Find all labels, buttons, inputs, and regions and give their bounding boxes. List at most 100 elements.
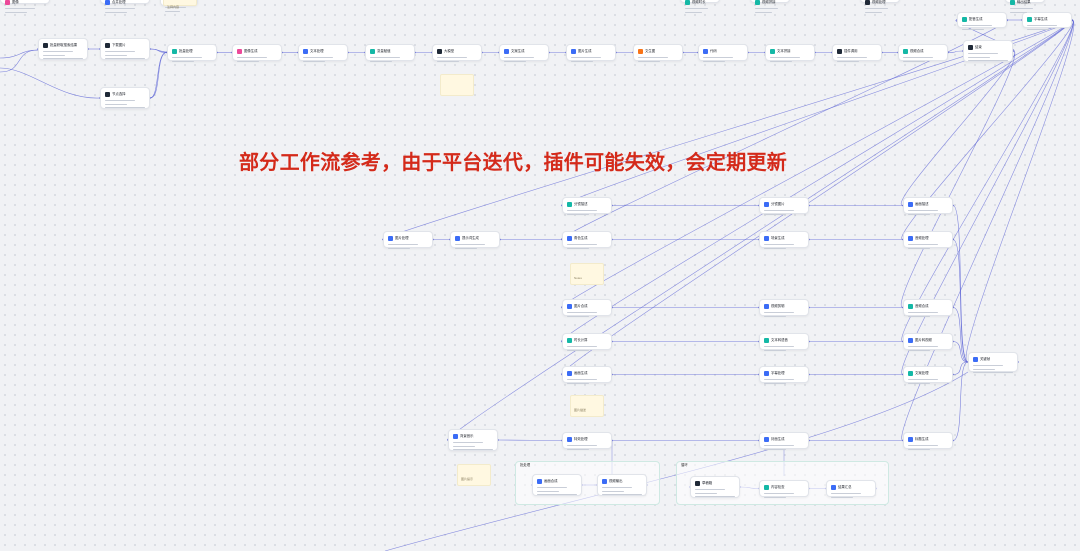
workflow-node[interactable]: 图片生成 [566,44,616,62]
sticky-note[interactable]: 注释内容 [163,0,197,9]
workflow-node[interactable]: 提示词生成 [450,231,500,249]
workflow-node[interactable]: 角色生成 [562,231,612,249]
workflow-node[interactable]: 图像 [0,0,50,13]
workflow-node[interactable]: 时长计算 [562,333,612,351]
node-type-icon [831,485,836,490]
node-type-icon [703,49,708,54]
sticky-note[interactable]: Notes [570,263,604,285]
node-field-line [908,448,930,450]
node-field-line [764,312,794,314]
node-title: 视频剪辑 [771,304,785,308]
node-type-icon [764,485,769,490]
node-type-icon [764,236,769,241]
workflow-node[interactable]: 画面合成 [532,474,582,496]
node-header: 字幕处理 [764,370,804,377]
sticky-note[interactable]: 图片描述 [570,395,604,417]
workflow-node[interactable]: 草稿箱 [690,476,740,498]
workflow-node[interactable]: 批量处理 [167,44,217,62]
node-title: 图像 [12,0,19,4]
workflow-node[interactable]: 音频合成 [903,299,953,317]
workflow-node[interactable]: 文本拼接 [765,44,815,62]
node-field-line [5,8,35,10]
workflow-node[interactable]: 图片处理 [383,231,433,249]
node-field-line [370,60,392,62]
workflow-node[interactable]: 结束 [963,40,1013,62]
node-header: 角色生成 [567,235,607,242]
workflow-node[interactable]: 节点选择 [100,87,150,109]
node-field-line [837,60,859,62]
node-title: 音频处理 [915,236,929,240]
workflow-node[interactable]: 图片合成 [562,299,612,317]
node-title: 视频拼接 [762,0,776,4]
sticky-note[interactable]: 图片提示 [457,464,491,486]
workflow-node[interactable]: 关键帧 [968,352,1018,374]
workflow-node[interactable]: 图像生成 [232,44,282,62]
workflow-node[interactable]: 分镜图片 [759,197,809,215]
node-field-line [962,25,992,27]
workflow-node[interactable]: 代码 [698,44,748,62]
workflow-node[interactable]: 分镜描述 [562,197,612,215]
workflow-node[interactable]: 插件调用 [832,44,882,62]
node-field-line [303,57,333,59]
workflow-node[interactable]: 输出结果 [1005,0,1045,13]
node-header: 分镜描述 [567,201,607,208]
node-type-icon [755,0,760,5]
workflow-node[interactable]: 文案处理 [903,366,953,384]
workflow-node[interactable]: 视频剪辑 [759,299,809,317]
workflow-node[interactable]: 结果汇总 [826,480,876,498]
workflow-node[interactable]: 批量获取搜索结果 [38,38,88,60]
workflow-node[interactable]: 背景音乐 [448,429,498,451]
workflow-node[interactable]: 文生图 [633,44,683,62]
workflow-node[interactable]: 画面描述 [903,197,953,215]
node-type-icon [764,371,769,376]
node-type-icon [237,49,242,54]
workflow-node[interactable]: 字幕处理 [759,366,809,384]
node-type-icon [437,49,442,54]
workflow-node[interactable]: 变量赋值 [365,44,415,62]
node-field-line [764,346,794,348]
sticky-note[interactable] [440,74,474,96]
workflow-node[interactable]: 文案生成 [499,44,549,62]
workflow-node[interactable]: 视频合成 [898,44,948,62]
workflow-node[interactable]: 配音生成 [957,12,1007,30]
node-field-line [685,8,708,10]
note-text: 注释内容 [167,5,180,9]
workflow-node[interactable]: 视频输出 [597,474,647,496]
node-field-line [571,57,601,59]
edge-line [0,67,101,99]
workflow-node[interactable]: 下载图片 [100,38,150,60]
workflow-node[interactable]: 封面生成 [759,432,809,450]
node-header: 大模型 [437,48,477,55]
node-field-line [43,54,65,56]
workflow-node[interactable]: 字幕生成 [1022,12,1072,30]
workflow-node[interactable]: 视频时长 [680,0,720,13]
node-type-icon [837,49,842,54]
node-header: 画面生成 [567,370,607,377]
workflow-node[interactable]: 大模型 [432,44,482,62]
node-field-line [105,11,127,13]
node-field-line [105,100,135,102]
node-type-icon [865,0,870,5]
workflow-node[interactable]: 音频处理 [903,231,953,249]
workflow-node[interactable]: 场景生成 [759,231,809,249]
node-field-line [764,496,786,498]
note-text: Notes [574,276,582,280]
workflow-node[interactable]: 文本转语音 [759,333,809,351]
node-field-line [695,489,725,491]
node-type-icon [903,49,908,54]
node-title: 文生图 [645,49,656,53]
node-field-line [567,382,589,384]
workflow-node[interactable]: 特效处理 [562,432,612,450]
workflow-node[interactable]: 图片转视频 [903,333,953,351]
workflow-node[interactable]: 视频拼接 [750,0,790,13]
workflow-node[interactable]: 标题生成 [903,432,953,450]
node-type-icon [105,43,110,48]
workflow-node[interactable]: 内容检查 [759,480,809,498]
workflow-node[interactable]: 画面生成 [562,366,612,384]
workflow-node[interactable]: 视频处理 [860,0,900,13]
node-field-line [172,60,194,62]
workflow-node[interactable]: 合并处理 [100,0,150,13]
workflow-node[interactable]: 文本处理 [298,44,348,62]
node-field-line [703,60,725,62]
